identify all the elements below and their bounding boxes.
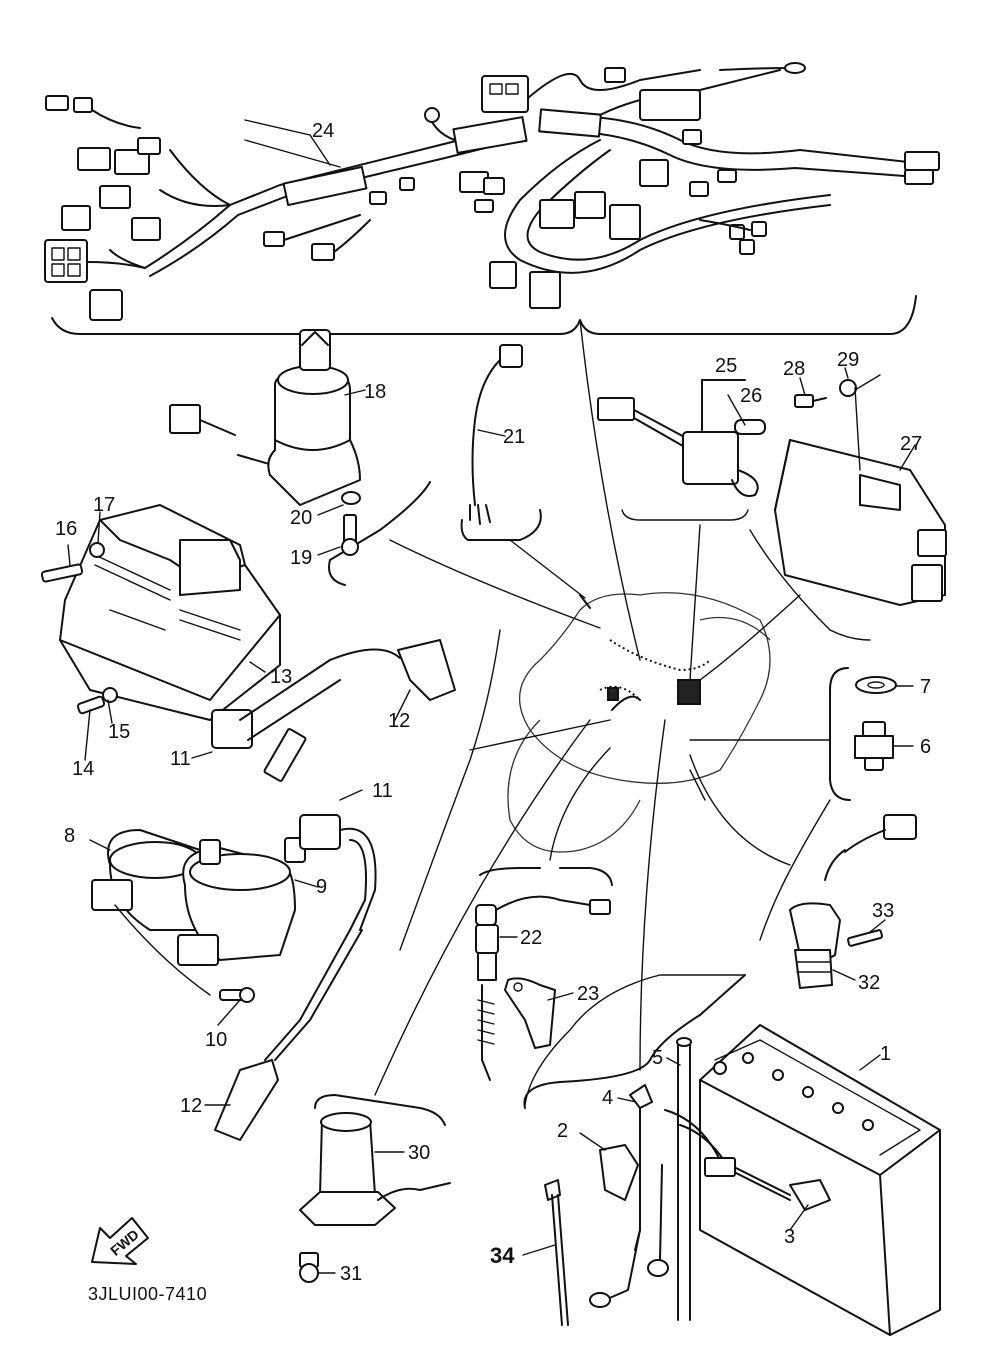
callout-8: 8 — [64, 825, 75, 847]
callout-23: 23 — [577, 983, 599, 1005]
callout-11a: 11 — [170, 748, 191, 770]
callout-4: 4 — [602, 1087, 613, 1109]
callout-25: 25 — [715, 355, 737, 377]
callout-30: 30 — [408, 1142, 430, 1164]
callout-31: 31 — [340, 1263, 362, 1285]
brake-switch — [524, 799, 917, 1106]
callout-5: 5 — [652, 1047, 663, 1069]
cdi-unit — [749, 374, 947, 641]
ignitor-unit — [40, 504, 281, 721]
callout-12b: 12 — [180, 1095, 202, 1117]
forward-arrow-icon: FWD — [91, 1217, 149, 1265]
callout-12a: 12 — [388, 710, 410, 732]
callout-leaders — [67, 119, 916, 1274]
callout-18: 18 — [364, 381, 386, 403]
callout-11b: 11 — [372, 780, 393, 802]
callout-14: 14 — [72, 758, 94, 780]
callout-17: 17 — [93, 494, 115, 516]
callout-13: 13 — [270, 666, 292, 688]
callout-15: 15 — [108, 721, 130, 743]
callout-1: 1 — [880, 1043, 891, 1065]
ignition-coils — [91, 629, 501, 1141]
battery — [523, 974, 941, 1336]
callout-labels: 1 2 3 4 5 6 7 8 9 10 11 11 12 12 13 14 1… — [55, 120, 931, 1285]
main-switch — [169, 329, 431, 586]
callout-22: 22 — [520, 927, 542, 949]
callout-20: 20 — [290, 507, 312, 529]
callout-6: 6 — [920, 736, 931, 758]
callout-29: 29 — [837, 349, 859, 371]
callout-10: 10 — [205, 1029, 227, 1051]
callout-32: 32 — [858, 972, 880, 994]
wire-harness — [44, 62, 940, 335]
callout-16: 16 — [55, 518, 77, 540]
drawing-code: 3JLUI00-7410 — [88, 1284, 207, 1304]
callout-7: 7 — [920, 676, 931, 698]
sensor-21 — [460, 344, 542, 541]
callout-19: 19 — [290, 547, 312, 569]
frame-outline — [507, 592, 771, 853]
callout-21: 21 — [503, 426, 525, 448]
callout-24: 24 — [312, 120, 334, 142]
fuse-holder — [597, 379, 766, 521]
starter-relay — [299, 1094, 451, 1283]
callout-9: 9 — [316, 876, 327, 898]
callout-26: 26 — [740, 385, 762, 407]
callout-3: 3 — [784, 1226, 795, 1248]
callout-2: 2 — [557, 1120, 568, 1142]
callout-34: 34 — [490, 1243, 515, 1268]
thermo-switch — [829, 667, 897, 801]
neutral-switch — [475, 867, 613, 1081]
callout-33: 33 — [872, 900, 894, 922]
leader-lines — [374, 319, 831, 1096]
callout-27: 27 — [900, 433, 922, 455]
callout-28: 28 — [783, 358, 805, 380]
